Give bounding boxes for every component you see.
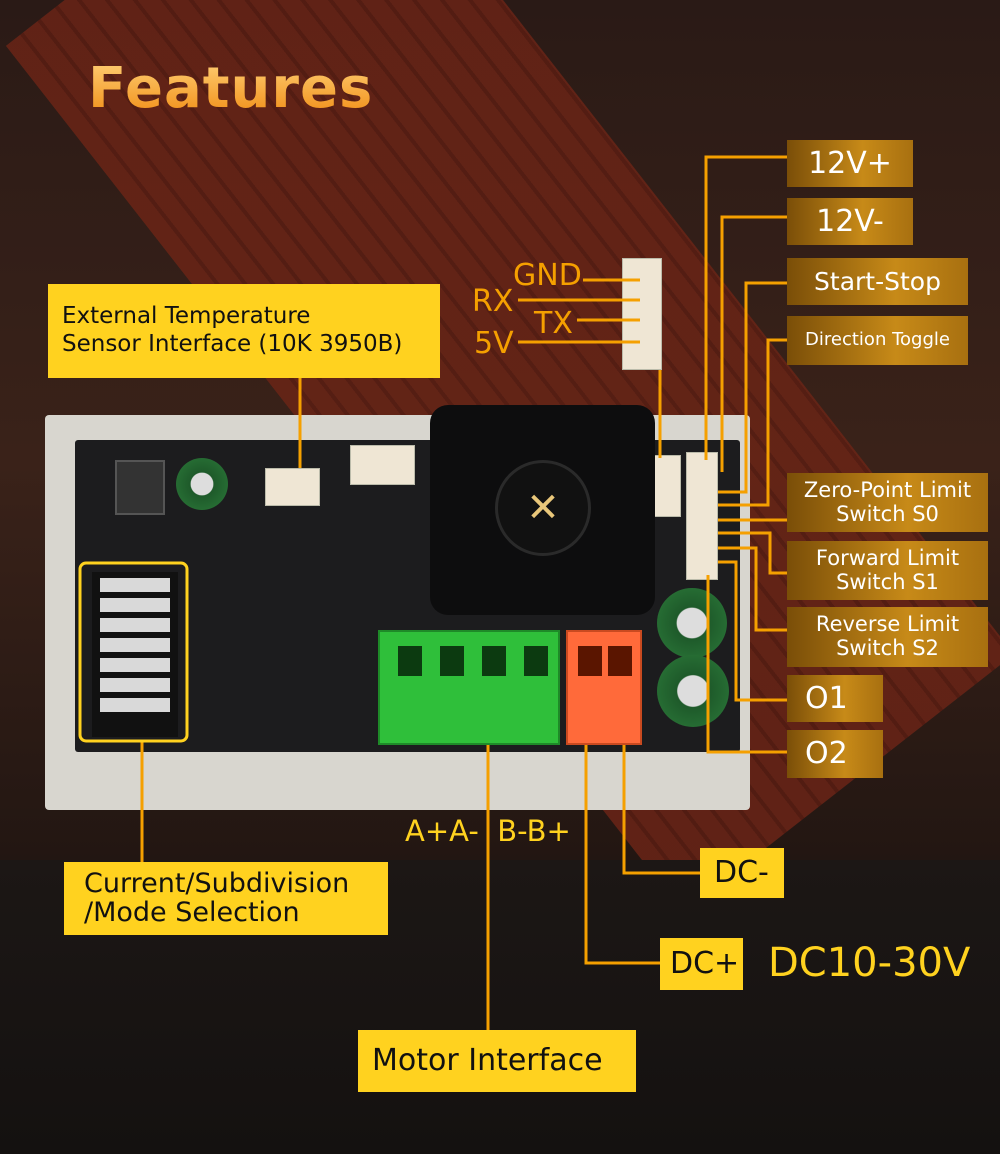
io-connector xyxy=(686,452,718,580)
s1-line xyxy=(718,531,787,575)
power-terminal xyxy=(566,630,642,745)
direction-line xyxy=(718,338,787,507)
fan-connector xyxy=(350,445,415,485)
start-stop-line xyxy=(718,281,787,494)
uart-connector xyxy=(622,258,662,370)
label-line: Switch S0 xyxy=(836,501,939,526)
label-reverse-limit: Reverse Limit Switch S2 xyxy=(787,607,988,667)
label-o1: O1 xyxy=(787,675,883,722)
label-ntc-interface: External Temperature Sensor Interface (1… xyxy=(48,284,440,378)
12v-minus-line xyxy=(720,215,787,472)
label-direction-toggle: Direction Toggle xyxy=(787,316,968,365)
label-o2: O2 xyxy=(787,730,883,778)
label-dc-plus: DC+ xyxy=(660,938,743,990)
capacitor xyxy=(657,655,729,727)
12v-plus-line xyxy=(704,155,787,460)
label-line: Zero-Point Limit xyxy=(803,477,972,502)
label-dc-minus: DC- xyxy=(700,848,784,898)
dip-switch xyxy=(92,572,178,737)
capacitor xyxy=(657,588,727,658)
label-line: /Mode Selection xyxy=(84,896,300,928)
label-line: Switch S2 xyxy=(836,636,939,660)
o2-line xyxy=(706,575,787,754)
inductor xyxy=(115,460,165,515)
capacitor xyxy=(176,458,228,510)
dip-highlight-box xyxy=(78,561,189,743)
label-start-stop: Start-Stop xyxy=(787,258,968,305)
label-zero-point-limit: Zero-Point Limit Switch S0 xyxy=(787,473,988,532)
voltage-range: DC10-30V xyxy=(768,940,971,986)
label-line: Switch S1 xyxy=(836,569,939,594)
uart-tx-label: TX xyxy=(534,306,573,341)
dc-plus-line xyxy=(584,745,660,965)
o1-line xyxy=(718,560,787,702)
label-forward-limit: Forward Limit Switch S1 xyxy=(787,541,988,600)
onboard-uart-connector xyxy=(653,455,681,517)
label-line: External Temperature xyxy=(62,303,311,330)
label-motor-interface: Motor Interface xyxy=(358,1030,636,1092)
label-line: Current/Subdivision xyxy=(84,868,350,900)
ntc-connector xyxy=(265,468,320,506)
motor-terminal xyxy=(378,630,560,745)
motor-pin-labels: A+A- B-B+ xyxy=(405,814,571,848)
fan-logo-icon: ✕ xyxy=(495,460,591,556)
label-line: Reverse Limit xyxy=(815,612,960,637)
uart-rx-label: RX xyxy=(472,284,514,319)
label-line: Sensor Interface (10K 3950B) xyxy=(62,331,403,357)
label-dip-selection: Current/Subdivision /Mode Selection xyxy=(64,862,388,935)
label-line: Forward Limit xyxy=(815,545,960,570)
uart-5v-label: 5V xyxy=(474,326,514,361)
dc-minus-line xyxy=(622,745,700,875)
s2-line xyxy=(718,546,787,632)
uart-gnd-label: GND xyxy=(513,258,582,293)
label-12v-minus: 12V- xyxy=(787,198,913,245)
page-title: Features xyxy=(88,56,374,121)
label-12v-plus: 12V+ xyxy=(787,140,913,187)
